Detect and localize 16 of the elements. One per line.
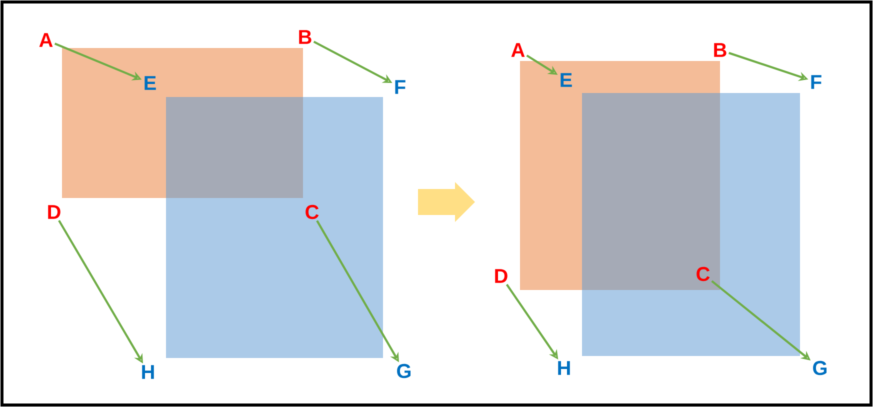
corner-letter: C	[306, 204, 319, 220]
corner-letter: D	[495, 269, 508, 283]
corner-letter: H	[142, 365, 154, 379]
corner-letter: F	[395, 80, 406, 94]
corner-letter: B	[714, 43, 726, 57]
corner-letter: E	[560, 73, 572, 87]
corner-letter: E	[144, 76, 156, 90]
corner-letter: C	[696, 266, 710, 282]
corner-letter: F	[811, 75, 822, 89]
corner-letter: G	[813, 360, 827, 376]
corner-letter: H	[558, 361, 570, 375]
corner-letter: D	[48, 205, 60, 219]
corner-letter: A	[39, 33, 53, 47]
corner-letter: A	[511, 43, 525, 57]
corner-letter: B	[299, 30, 312, 44]
corner-letter: G	[397, 364, 411, 378]
